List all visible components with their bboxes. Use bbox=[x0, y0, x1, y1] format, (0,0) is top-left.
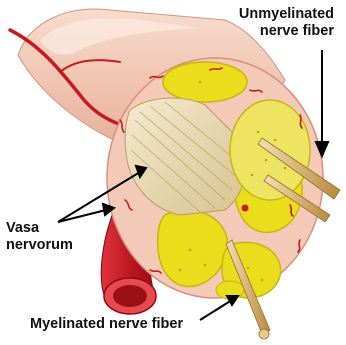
vasa-nervorum-lumen bbox=[113, 285, 147, 307]
pointer-myelinated-head bbox=[227, 296, 238, 305]
label-unmyelinated-line-2: nerve fiber bbox=[239, 23, 334, 40]
label-vasa-line-1: Vasa bbox=[6, 220, 73, 237]
pointer-myelinated bbox=[200, 300, 232, 320]
fascicle-top bbox=[163, 62, 247, 102]
label-unmyelinated-line-1: Unmyelinated bbox=[239, 6, 334, 23]
label-vasa-nervorum: Vasa nervorum bbox=[6, 220, 73, 254]
label-unmyelinated-nerve-fiber: Unmyelinated nerve fiber bbox=[239, 6, 334, 40]
label-vasa-line-2: nervorum bbox=[6, 237, 73, 254]
vessel-dot bbox=[242, 205, 249, 212]
label-myelinated-nerve-fiber: Myelinated nerve fiber bbox=[30, 316, 183, 333]
